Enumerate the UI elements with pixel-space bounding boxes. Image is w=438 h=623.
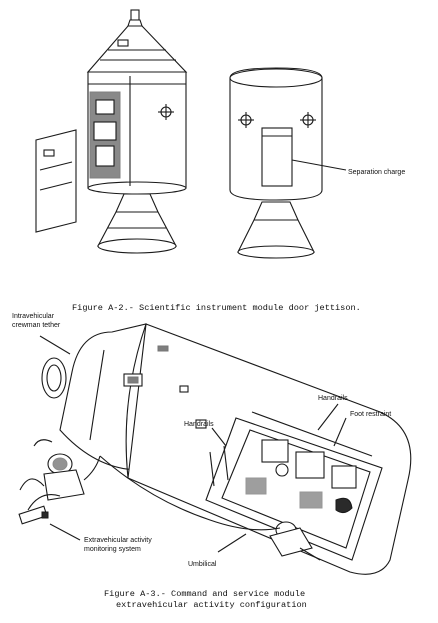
- callout-umbilical: Umbilical: [188, 561, 217, 568]
- eva-monitoring-device: [18, 494, 61, 525]
- intravehicular-crewman: [19, 439, 101, 501]
- callout-handrails-top: Handrails: [318, 395, 348, 402]
- callout-eva-monitor-line2: monitoring system: [84, 546, 141, 553]
- callout-eva-monitor-line1: Extravehicular activity: [84, 537, 152, 544]
- callout-foot-restraint: Foot restraint: [350, 411, 391, 418]
- figure-a3-caption-line2: extravehicular activity configuration: [116, 600, 307, 610]
- callout-separation-charge: Separation charge: [348, 169, 405, 176]
- csm-spacecraft-drawing: [86, 9, 188, 254]
- figure-a2-illustration: Separation charge Figure A-2.- Scientifi…: [35, 9, 405, 313]
- figure-a3-illustration: Intravehicular crewman tether Handrails …: [12, 313, 412, 610]
- figure-a2-caption: Figure A-2.- Scientific instrument modul…: [72, 303, 361, 313]
- callout-tether-line2: crewman tether: [12, 322, 61, 329]
- sim-door-cylinder-drawing: [229, 67, 347, 259]
- callout-tether-line1: Intravehicular: [12, 313, 55, 320]
- tether-line: [89, 349, 105, 441]
- figure-a3-caption-line1: Figure A-3.- Command and service module: [104, 589, 305, 599]
- jettisoned-sim-door: [35, 129, 77, 233]
- csm-eva-body: [41, 323, 412, 575]
- umbilical-hose: [99, 455, 281, 531]
- callout-handrails-left: Handrails: [184, 421, 214, 428]
